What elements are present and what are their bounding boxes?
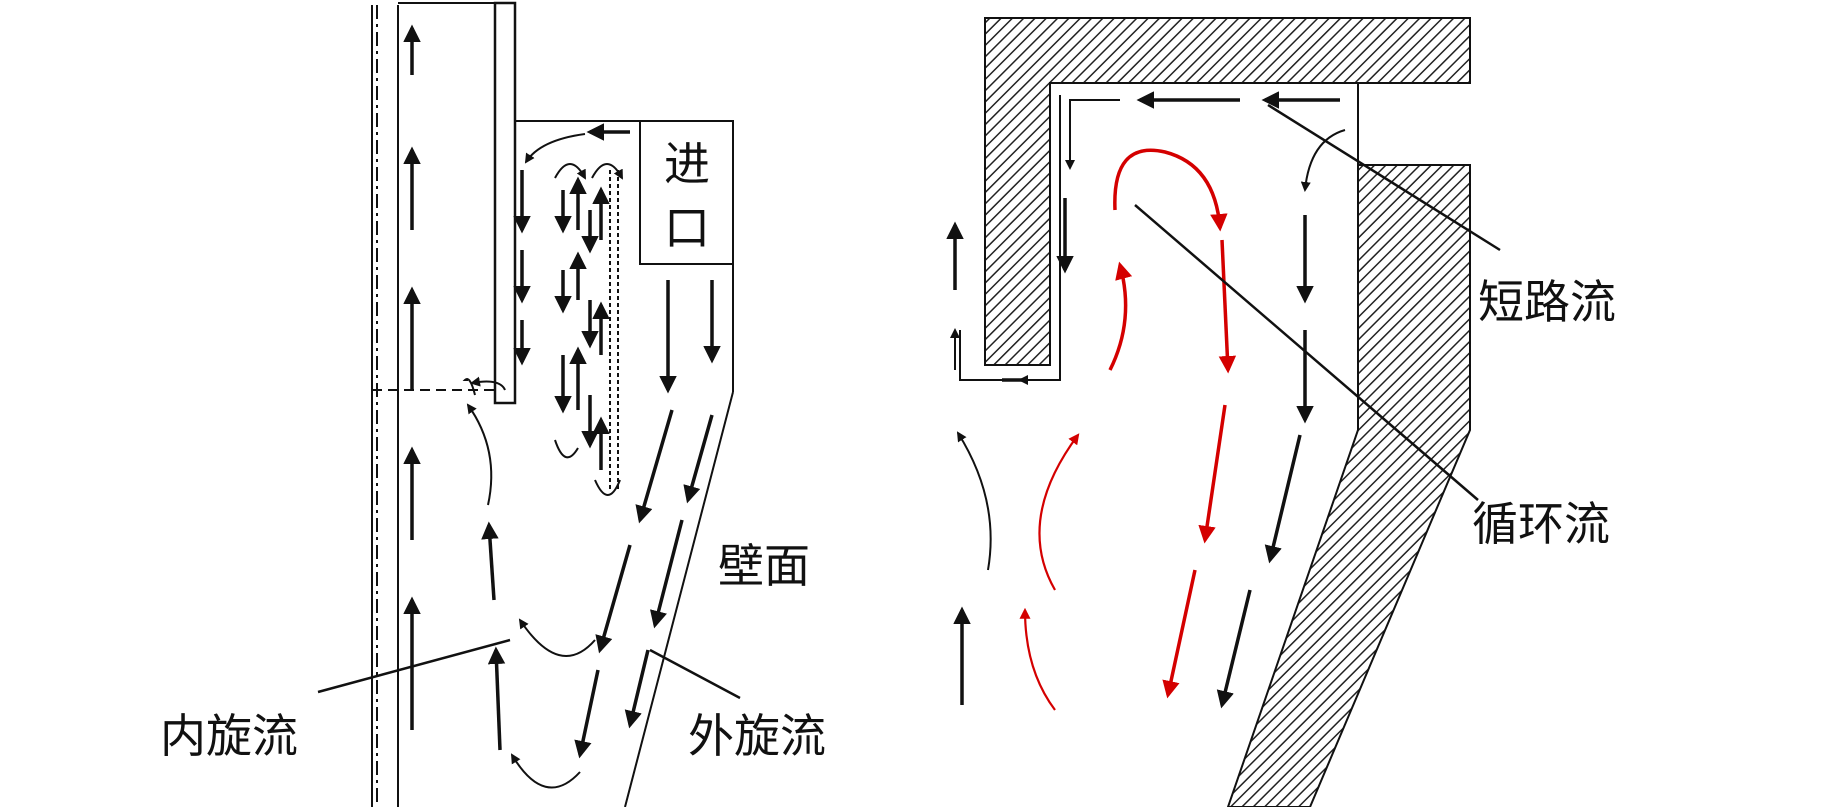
inner-vortex-label: 内旋流 [160, 709, 298, 763]
inlet-box [639, 120, 734, 265]
outer-vortex-label: 外旋流 [688, 709, 826, 763]
short-circuit-leader [1267, 103, 1501, 252]
short-circuit-label: 短路流 [1478, 275, 1616, 329]
inlet-label-char-2: 口 [664, 201, 710, 255]
outer-vortex-leader [649, 648, 741, 700]
inner-up-curl [956, 431, 992, 571]
short-circuit-column-arrows [554, 176, 610, 470]
outer-hatched-wall [1226, 164, 1471, 807]
outer-vortex-arrows [574, 280, 721, 759]
top-curl-arrow [524, 133, 586, 164]
cone-wall [624, 391, 734, 807]
inlet-label-char-1: 进 [664, 137, 710, 191]
circulating-label: 循环流 [1472, 497, 1610, 551]
outer-down-arrows [1216, 215, 1314, 709]
short-circuit-thin [950, 99, 1120, 385]
inner-vortex-leader [317, 638, 511, 694]
wall-label: 壁面 [718, 539, 810, 593]
roof-and-vortex-finder [984, 17, 1471, 366]
circulating-leader [1134, 204, 1479, 501]
inner-vortex-curls [462, 376, 596, 789]
circulating-flow [1019, 148, 1237, 711]
right-figure: 短路流 循环流 [946, 17, 1616, 807]
inlet-curl-arrow [1300, 129, 1346, 192]
vortex-finder-tube [493, 1, 517, 405]
inner-vortex-arrows [481, 521, 506, 751]
short-circuit-loops [554, 163, 623, 496]
left-figure: 进 口 [160, 1, 826, 807]
